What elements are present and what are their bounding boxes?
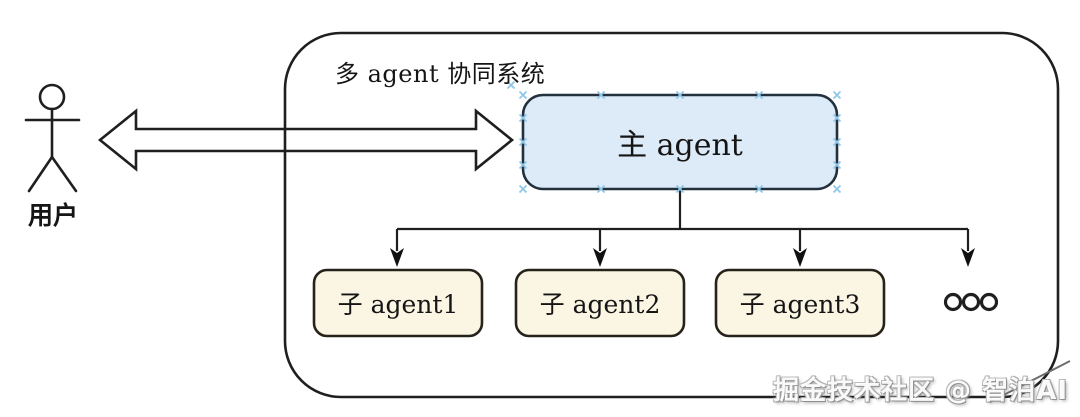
sub-agent3-label[interactable]: 子 agent3 bbox=[739, 290, 861, 319]
sub-agent3-node[interactable] bbox=[714, 268, 886, 338]
sub-agent2-node[interactable] bbox=[514, 268, 686, 338]
watermark-text: 掘金技术社区 @ 智泊AI bbox=[773, 376, 1068, 406]
system-title: 多 agent 协同系统 bbox=[335, 60, 546, 88]
connector-arrowheads bbox=[390, 248, 975, 267]
user-actor-label: 用户 bbox=[27, 201, 78, 230]
main-agent-label[interactable]: 主 agent bbox=[617, 128, 743, 163]
watermark-slash-icon bbox=[989, 360, 1071, 403]
user-actor-icon bbox=[24, 83, 81, 193]
selection-handles-icon[interactable] bbox=[506, 80, 842, 194]
sub-agent1-label[interactable]: 子 agent1 bbox=[337, 290, 459, 319]
more-agents-icon bbox=[943, 292, 999, 312]
sub-agent1-node[interactable] bbox=[312, 268, 484, 338]
sub-agent2-label[interactable]: 子 agent2 bbox=[539, 290, 661, 319]
bidirectional-arrow-icon bbox=[97, 108, 515, 172]
connector-tree bbox=[395, 190, 970, 251]
